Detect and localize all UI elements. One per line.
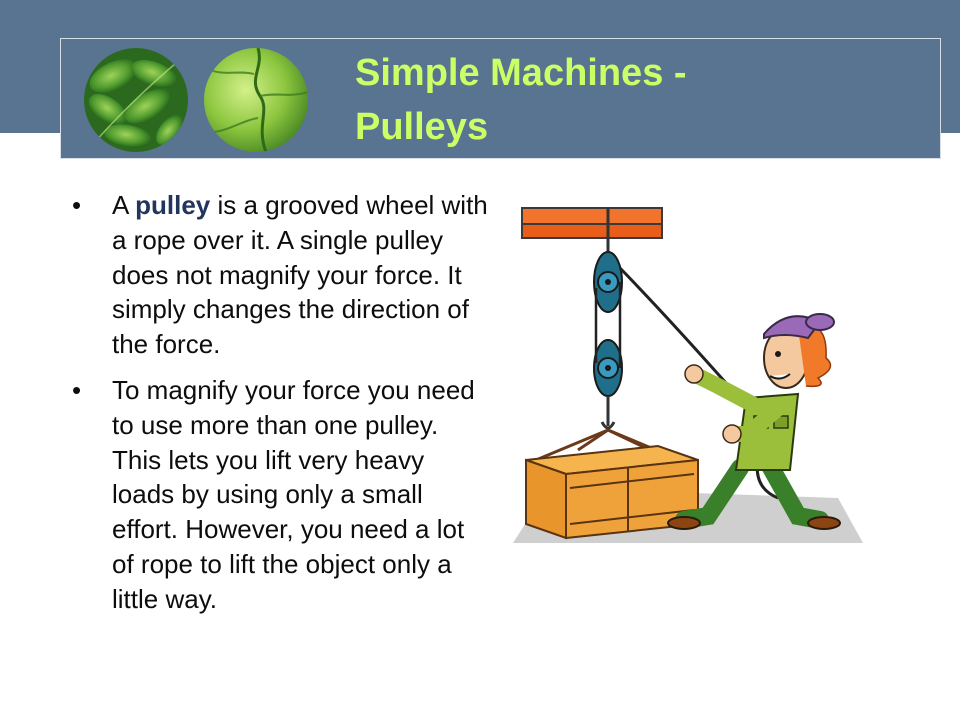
- title-line-1: Simple Machines -: [355, 52, 687, 94]
- bullet-item-pulley-definition: • A pulley is a grooved wheel with a rop…: [72, 188, 492, 362]
- bullet-item-magnify-force: • To magnify your force you need to use …: [72, 373, 492, 617]
- lower-pulley-block: [593, 339, 623, 397]
- slide-title: Simple Machines - Pulleys: [355, 46, 915, 154]
- worker: [667, 313, 841, 530]
- beam: [521, 207, 663, 225]
- bullet-1-pre: A: [112, 190, 136, 220]
- leaf-image: [204, 48, 308, 152]
- bullet-list: • A pulley is a grooved wheel with a rop…: [72, 188, 492, 628]
- pulley-worker-illustration: [508, 198, 870, 550]
- fern-leaf-image: [84, 48, 188, 152]
- bullet-marker: •: [72, 190, 82, 220]
- upper-pulley-block: [593, 251, 623, 313]
- crate: [525, 444, 699, 540]
- bullet-2-text: To magnify your force you need to use mo…: [112, 374, 475, 614]
- title-line-2: Pulleys: [355, 106, 489, 148]
- bullet-marker: •: [72, 374, 82, 405]
- bullet-1-bold: pulley: [135, 190, 211, 220]
- bullet-1-post: is a grooved wheel with a rope over it. …: [112, 190, 488, 360]
